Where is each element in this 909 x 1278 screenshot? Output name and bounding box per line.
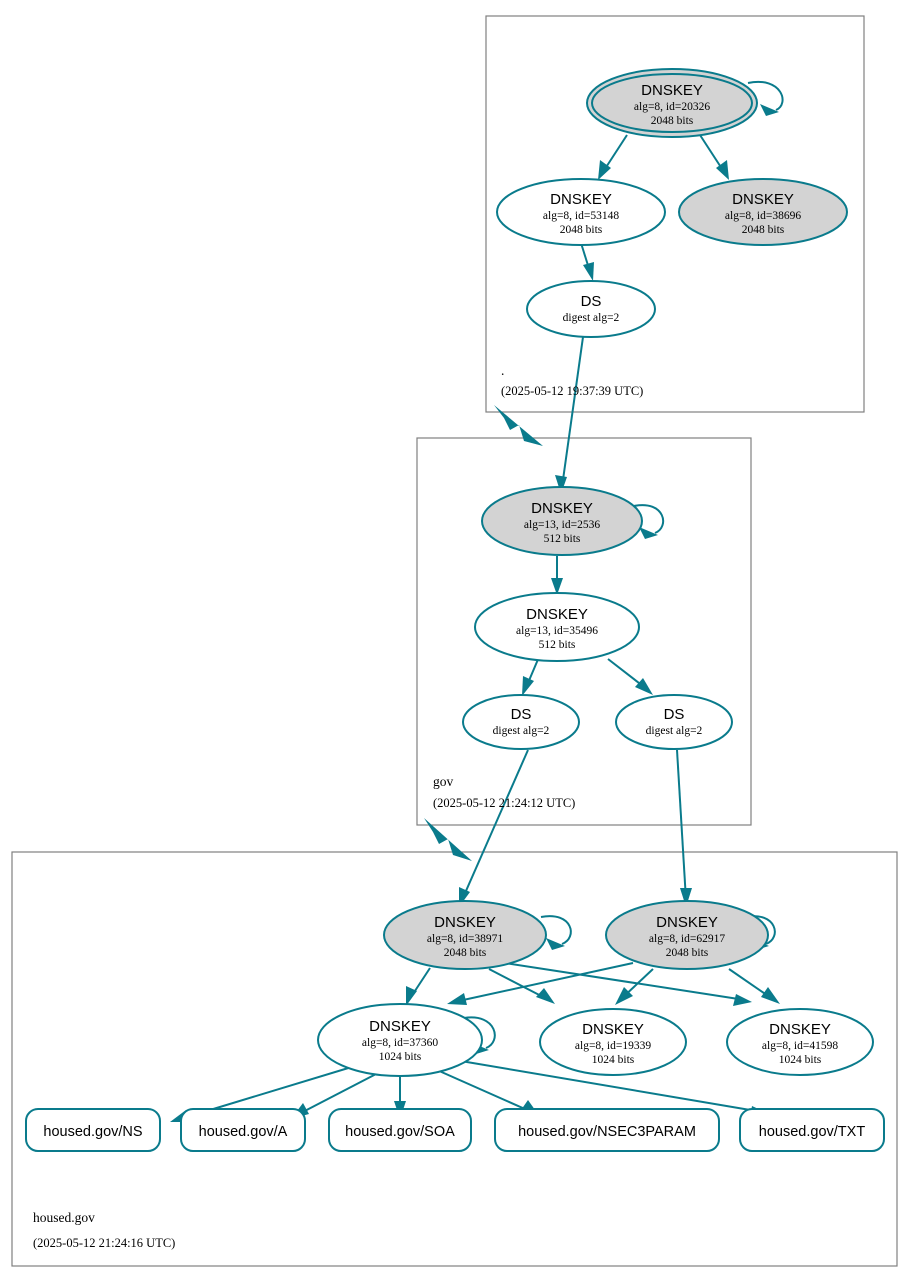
edge-sign-root-ksk-to-zsk-53148	[598, 134, 628, 180]
node-title: DNSKEY	[641, 82, 703, 99]
zone-label-gov: gov	[433, 774, 454, 789]
edge-self-sign-gov-ksk-2536	[633, 504, 665, 539]
node-line2: alg=13, id=35496	[516, 625, 598, 637]
edge-sign-gov-ksk-to-zsk-35496	[551, 556, 563, 595]
node-line2: alg=8, id=19339	[575, 1040, 651, 1052]
zone-timestamp-housed-gov: (2025-05-12 21:24:16 UTC)	[33, 1236, 175, 1250]
node-line3: 512 bits	[539, 639, 576, 651]
node-dnskey-root-ksk-20326[interactable]: DNSKEY alg=8, id=20326 2048 bits	[586, 68, 758, 138]
node-title: DNSKEY	[369, 1018, 431, 1035]
node-line2: alg=8, id=38696	[725, 210, 801, 222]
node-dnskey-root-key-38696[interactable]: DNSKEY alg=8, id=38696 2048 bits	[678, 178, 848, 246]
node-line2: alg=8, id=62917	[649, 933, 725, 945]
edge-sign-root-zsk-to-ds	[580, 242, 594, 281]
edge-sign-38971-to-19339	[488, 968, 555, 1004]
rrset-housed-gov-txt[interactable]: housed.gov/TXT	[739, 1108, 885, 1152]
node-line3: 2048 bits	[560, 224, 603, 236]
node-line3: 512 bits	[544, 533, 581, 545]
node-ds-gov-1[interactable]: DS digest alg=2	[462, 694, 580, 750]
node-dnskey-gov-zsk-35496[interactable]: DNSKEY alg=13, id=35496 512 bits	[474, 592, 640, 662]
node-title: DNSKEY	[656, 914, 718, 931]
node-ds-gov-2[interactable]: DS digest alg=2	[615, 694, 733, 750]
edge-sign-root-ksk-to-key-38696	[699, 134, 729, 180]
node-dnskey-gov-ksk-2536[interactable]: DNSKEY alg=13, id=2536 512 bits	[481, 486, 643, 556]
node-line3: 2048 bits	[444, 947, 487, 959]
node-title: DNSKEY	[550, 191, 612, 208]
node-title: DNSKEY	[732, 191, 794, 208]
zone-timestamp-gov: (2025-05-12 21:24:12 UTC)	[433, 796, 575, 810]
node-line2: digest alg=2	[563, 312, 620, 324]
node-dnskey-housed-zsk-37360[interactable]: DNSKEY alg=8, id=37360 1024 bits	[317, 1003, 483, 1077]
edge-sign-62917-to-41598	[728, 968, 780, 1004]
rrset-housed-gov-soa[interactable]: housed.gov/SOA	[328, 1108, 472, 1152]
rrset-label: housed.gov/NSEC3PARAM	[518, 1124, 696, 1140]
node-title: DNSKEY	[526, 606, 588, 623]
edge-self-sign-root-ksk-20326	[747, 80, 784, 116]
node-title: DNSKEY	[582, 1021, 644, 1038]
node-line3: 1024 bits	[592, 1054, 635, 1066]
edge-sign-62917-to-19339	[615, 968, 654, 1005]
edge-ds-to-key-gov-2536	[555, 336, 584, 494]
zone-timestamp-root: (2025-05-12 19:37:39 UTC)	[501, 384, 643, 398]
node-title: DNSKEY	[769, 1021, 831, 1038]
rrset-label: housed.gov/SOA	[345, 1124, 455, 1140]
node-ds-root-gov[interactable]: DS digest alg=2	[526, 280, 656, 338]
delegation-arrow-gov-to-housed	[424, 818, 472, 861]
zone-label-housed-gov: housed.gov	[33, 1210, 95, 1225]
node-line3: 2048 bits	[651, 115, 694, 127]
edge-sign-38971-to-41598	[504, 962, 752, 1006]
rrset-label: housed.gov/TXT	[759, 1124, 866, 1140]
node-line2: digest alg=2	[493, 725, 550, 737]
edge-sign-gov-zsk-to-ds-2	[607, 658, 653, 695]
node-line2: digest alg=2	[646, 725, 703, 737]
node-line3: 2048 bits	[666, 947, 709, 959]
rrset-housed-gov-a[interactable]: housed.gov/A	[180, 1108, 306, 1152]
node-title: DNSKEY	[531, 500, 593, 517]
edge-sign-38971-to-37360	[406, 967, 431, 1006]
rrset-housed-gov-nsec3param[interactable]: housed.gov/NSEC3PARAM	[494, 1108, 720, 1152]
rrset-housed-gov-ns[interactable]: housed.gov/NS	[25, 1108, 161, 1152]
delegation-arrow-root-to-gov	[494, 405, 543, 446]
edge-sign-62917-to-37360	[447, 962, 634, 1005]
node-dnskey-housed-zsk-41598[interactable]: DNSKEY alg=8, id=41598 1024 bits	[726, 1008, 874, 1076]
node-line2: alg=8, id=53148	[543, 210, 619, 222]
node-line2: alg=13, id=2536	[524, 519, 600, 531]
node-line3: 1024 bits	[379, 1051, 422, 1063]
node-title: DS	[581, 293, 602, 310]
edge-self-sign-housed-ksk-38971	[540, 915, 572, 950]
node-dnskey-housed-ksk-62917[interactable]: DNSKEY alg=8, id=62917 2048 bits	[605, 900, 769, 970]
node-dnskey-housed-zsk-19339[interactable]: DNSKEY alg=8, id=19339 1024 bits	[539, 1008, 687, 1076]
node-title: DNSKEY	[434, 914, 496, 931]
node-dnskey-root-zsk-53148[interactable]: DNSKEY alg=8, id=53148 2048 bits	[496, 178, 666, 246]
node-line2: alg=8, id=41598	[762, 1040, 838, 1052]
node-title: DS	[511, 706, 532, 723]
node-line2: alg=8, id=37360	[362, 1037, 438, 1049]
rrset-label: housed.gov/NS	[43, 1124, 142, 1140]
node-title: DS	[664, 706, 685, 723]
node-line3: 1024 bits	[779, 1054, 822, 1066]
node-dnskey-housed-ksk-38971[interactable]: DNSKEY alg=8, id=38971 2048 bits	[383, 900, 547, 970]
zone-label-root: .	[501, 363, 504, 378]
node-line3: 2048 bits	[742, 224, 785, 236]
edge-sign-gov-zsk-to-ds-1	[522, 656, 540, 696]
rrset-label: housed.gov/A	[199, 1124, 288, 1140]
node-line2: alg=8, id=38971	[427, 933, 503, 945]
node-line2: alg=8, id=20326	[634, 101, 710, 113]
edge-ds-to-key-housed-62917	[676, 749, 692, 907]
